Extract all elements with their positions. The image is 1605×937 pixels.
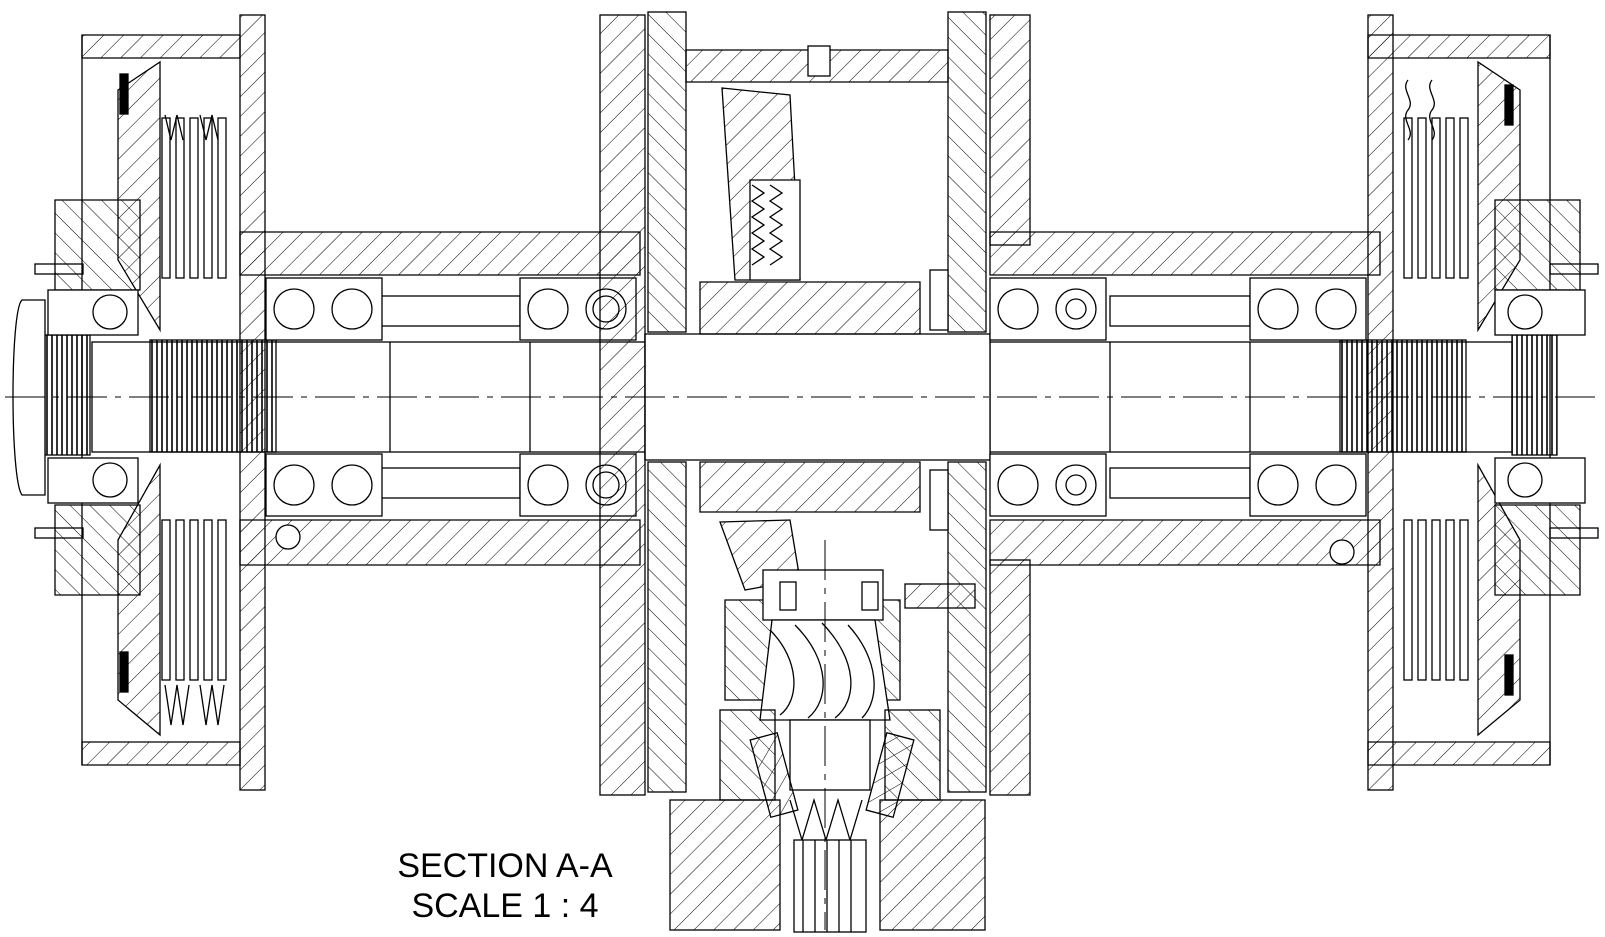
left-clutch-pack (12, 14, 266, 791)
section-title: SECTION A-A (397, 847, 613, 885)
left-housing-tube (239, 231, 641, 566)
right-clutch-pack (1367, 14, 1599, 791)
section-caption: SECTION A-A SCALE 1 : 4 (370, 846, 640, 926)
right-housing-tube (989, 231, 1381, 566)
right-bearings (989, 277, 1367, 517)
pinion-assembly (669, 569, 986, 933)
scale-label: SCALE 1 : 4 (411, 887, 599, 925)
